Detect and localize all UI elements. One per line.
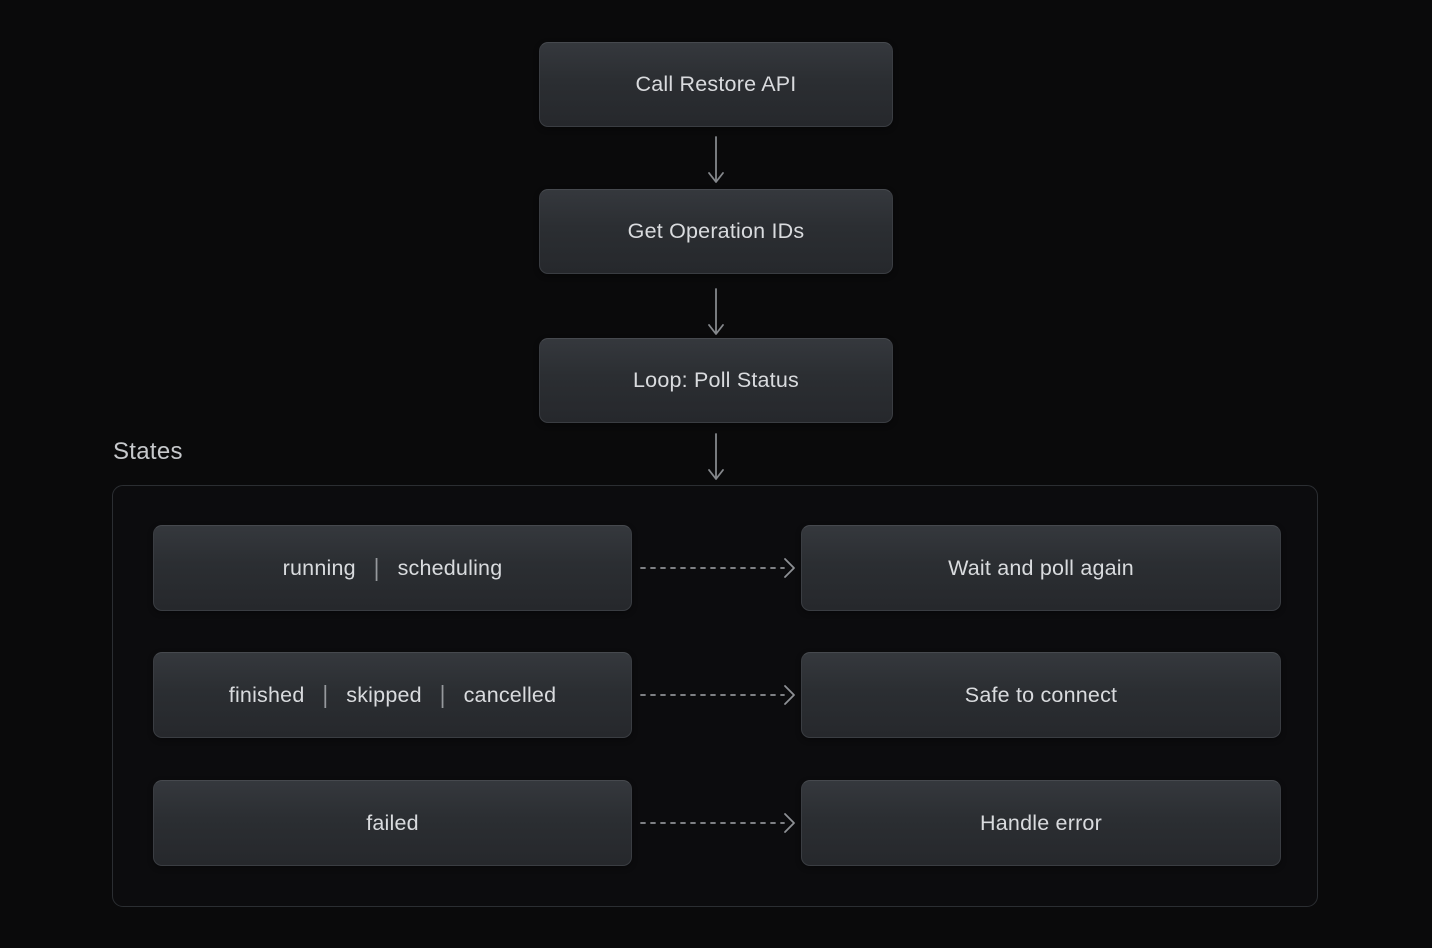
state-label: failed	[366, 810, 419, 835]
down-arrow-icon	[708, 288, 724, 335]
flow-node-label: Call Restore API	[635, 72, 797, 96]
down-arrow-icon	[708, 136, 724, 183]
action-label: Handle error	[980, 810, 1102, 835]
state-label: cancelled	[463, 682, 557, 707]
state-label: scheduling	[397, 555, 503, 580]
action-node-wait-and-poll-again: Wait and poll again	[801, 525, 1281, 611]
states-container: running | scheduling Wait and poll again…	[112, 485, 1318, 907]
action-label: Wait and poll again	[948, 555, 1134, 580]
flow-node-call-restore-api: Call Restore API	[539, 42, 893, 127]
action-node-handle-error: Handle error	[801, 780, 1281, 866]
state-separator: |	[439, 680, 446, 709]
down-arrow-icon	[708, 433, 724, 480]
flow-node-loop-poll-status: Loop: Poll Status	[539, 338, 893, 423]
dashed-right-arrow-icon	[640, 685, 795, 705]
state-node-failed: failed	[153, 780, 632, 866]
flow-node-get-operation-ids: Get Operation IDs	[539, 189, 893, 274]
dashed-right-arrow-icon	[640, 813, 795, 833]
action-label: Safe to connect	[964, 682, 1118, 707]
state-node-finished-skipped-cancelled: finished | skipped | cancelled	[153, 652, 632, 738]
state-separator: |	[322, 680, 329, 709]
flow-node-label: Loop: Poll Status	[633, 368, 799, 392]
state-label: skipped	[346, 682, 422, 707]
states-section-title: States	[113, 438, 183, 465]
dashed-right-arrow-icon	[640, 558, 795, 578]
action-node-safe-to-connect: Safe to connect	[801, 652, 1281, 738]
state-separator: |	[373, 553, 380, 582]
state-label: finished	[228, 682, 305, 707]
state-node-running-scheduling: running | scheduling	[153, 525, 632, 611]
flow-node-label: Get Operation IDs	[627, 219, 805, 243]
state-label: running	[282, 555, 356, 580]
